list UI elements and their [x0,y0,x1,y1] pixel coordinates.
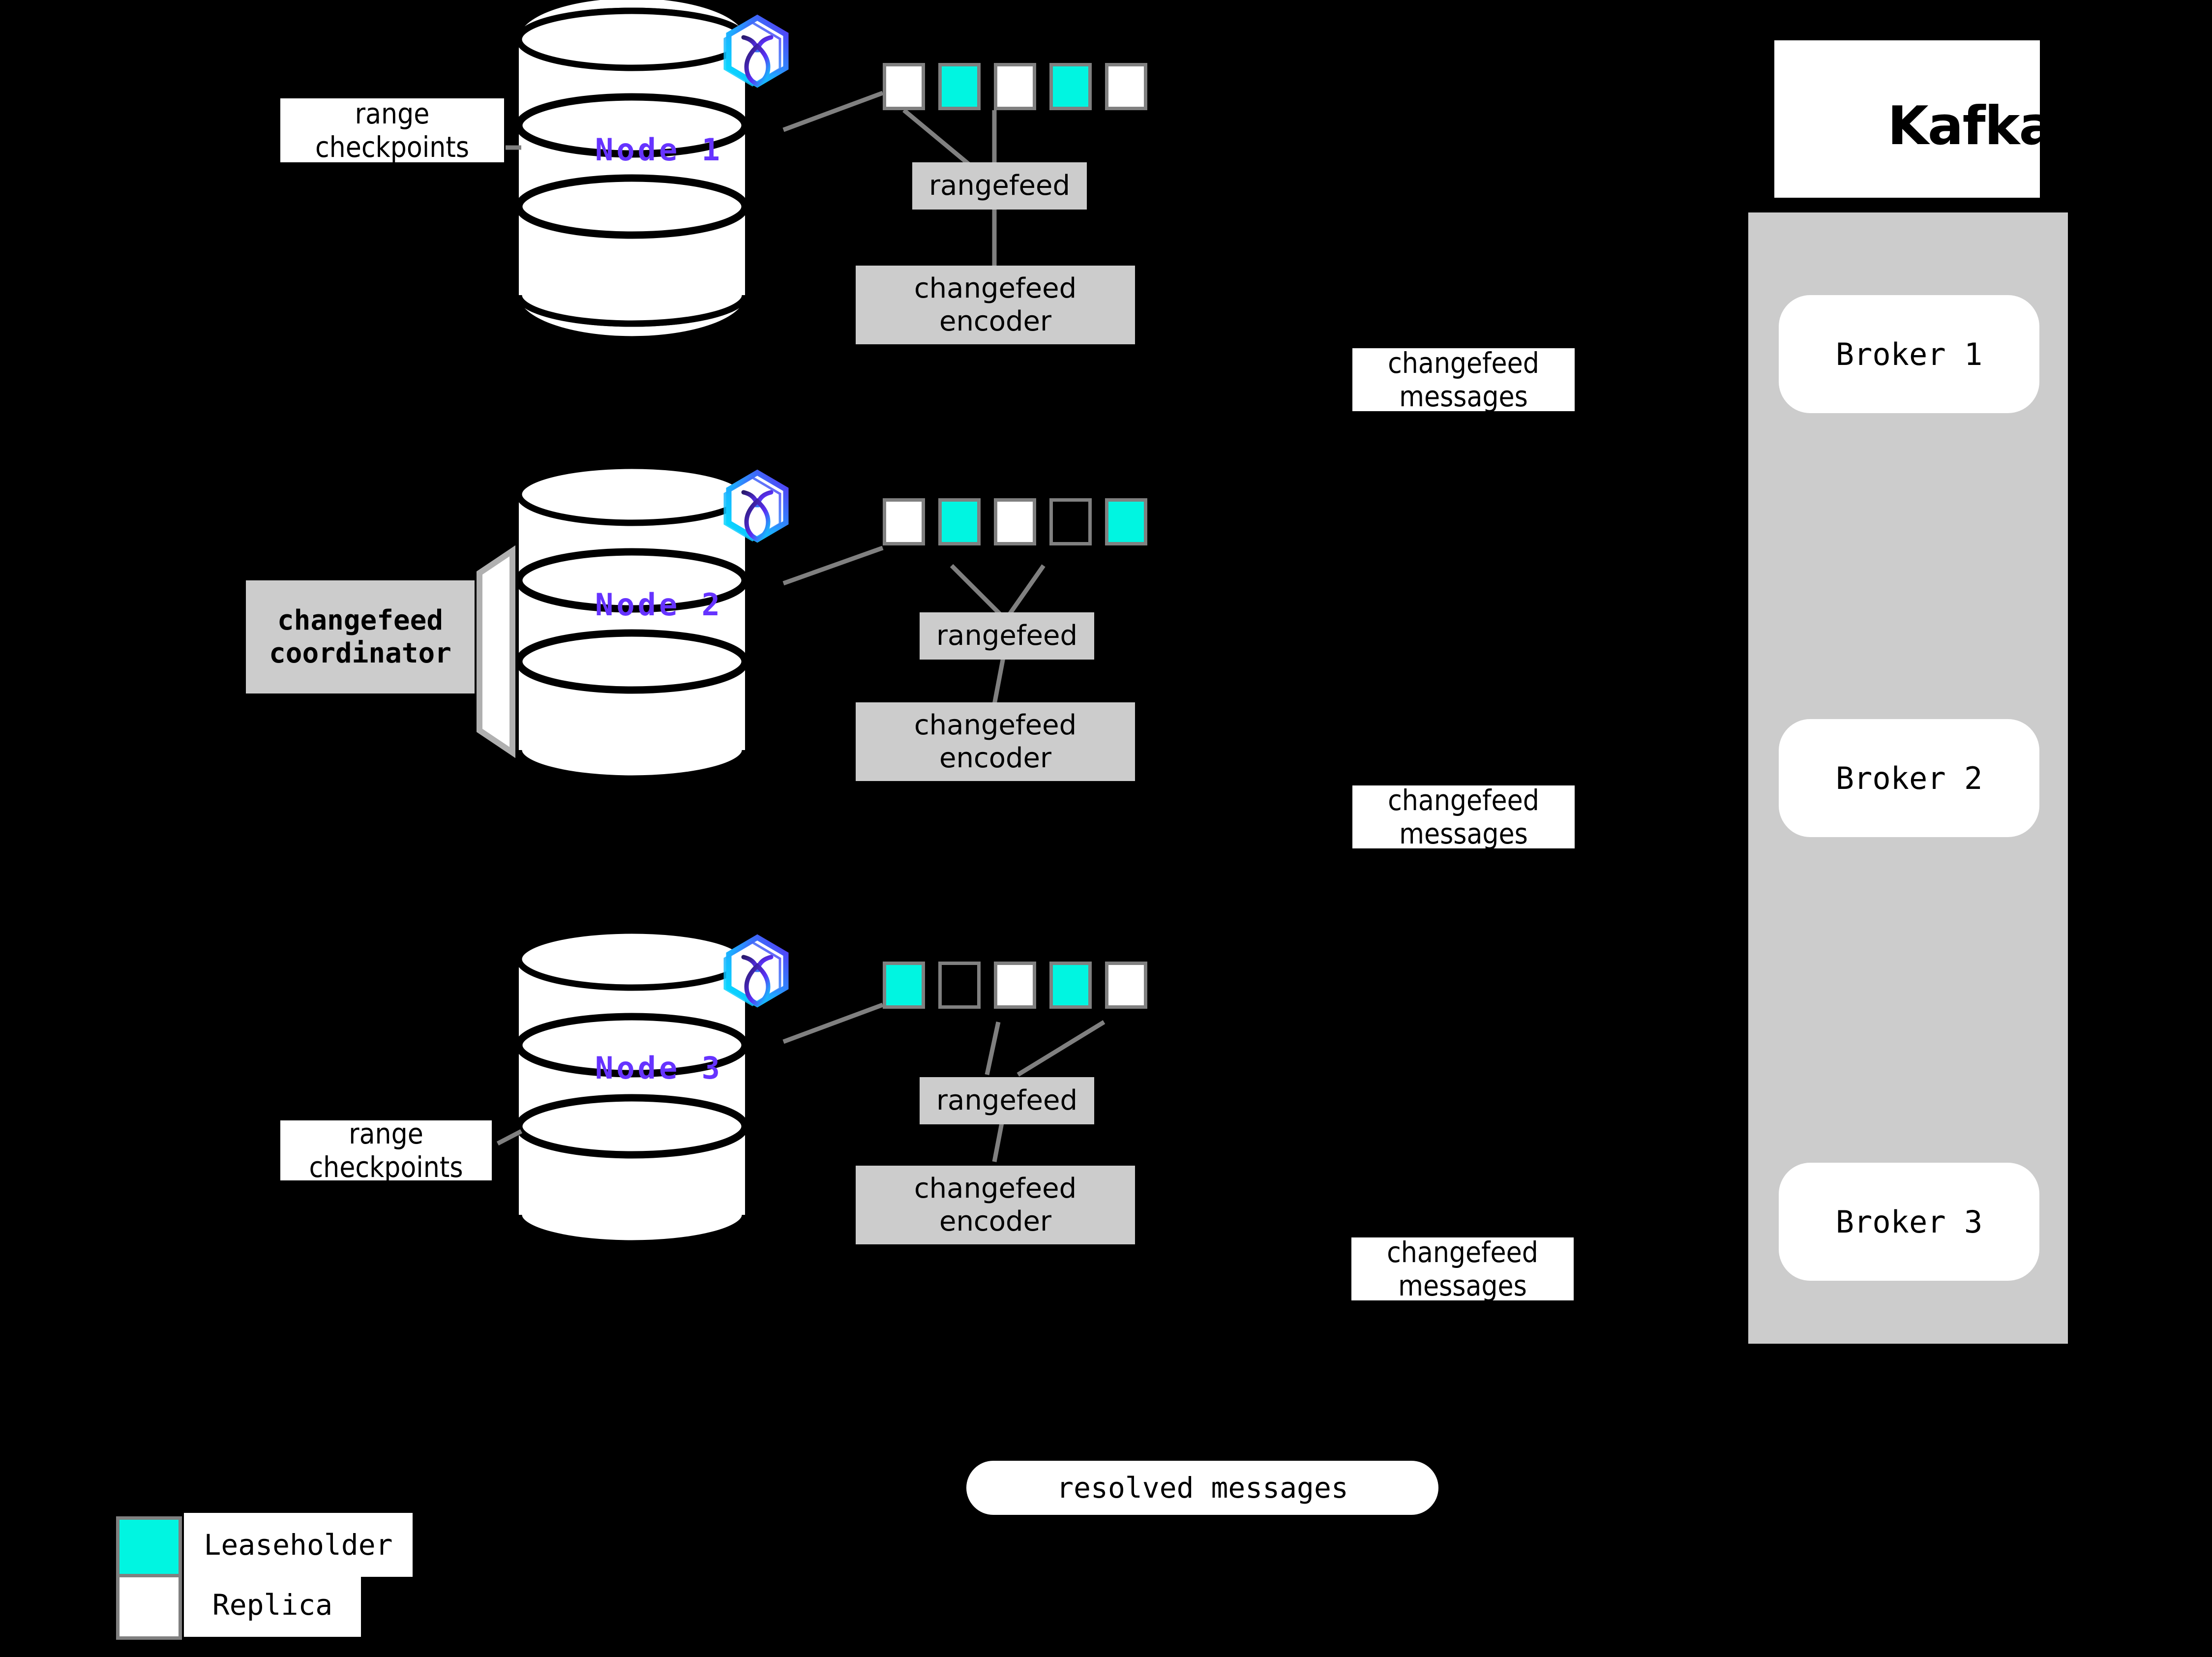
range-cell-leaseholder[interactable] [1105,498,1147,545]
cockroachdb-hexagon-icon-node-2 [723,469,789,543]
kafka-logo-box: Kafka [1774,40,2055,198]
rangefeed-box-node-2[interactable]: rangefeed [920,612,1094,660]
cockroachdb-hexagon-icon-node-1 [723,14,789,88]
broker-2[interactable]: Broker 2 [1779,719,2039,837]
legend-label-replica: Replica [184,1573,361,1637]
changefeed-messages-label-1: changefeed messages [1352,346,1575,413]
kafka-wordmark: Kafka [1887,95,2055,157]
encoder-label-line2: encoder [939,742,1052,774]
node-1-cylinder [515,0,749,336]
callout-line2: messages [1399,817,1528,850]
range-cell-replica[interactable] [994,498,1036,545]
encoder-label-line1: changefeed [914,272,1077,304]
callout-line2: checkpoints [315,130,470,164]
kafka-broker-panel: Broker 1 Broker 2 Broker 3 [1748,212,2068,1344]
range-cell-replica[interactable] [1105,63,1147,110]
coordinator-line1: changefeed [277,604,444,636]
range-cell-replica[interactable] [994,63,1036,110]
range-cell-leaseholder[interactable] [1049,962,1092,1009]
coordinator-line2: coordinator [269,637,451,669]
range-cell-replica[interactable] [883,63,925,110]
callout-leaders [496,145,523,1145]
encoder-label-line2: encoder [939,305,1052,337]
node-3-cylinder [515,927,749,1247]
range-cell-leaseholder[interactable] [1049,63,1092,110]
legend-swatch-replica [116,1574,182,1640]
node-1-label: Node 1 [595,132,723,168]
callout-line2: checkpoints [309,1150,463,1184]
range-checkpoints-label-bottom: range checkpoints [280,1116,492,1184]
range-cell-empty[interactable] [938,962,981,1009]
callout-line1: range [355,96,430,130]
legend-label-leaseholder: Leaseholder [184,1513,413,1577]
callout-line1: changefeed [1388,346,1539,380]
encoder-label-line2: encoder [939,1205,1052,1237]
broker-label: Broker 2 [1835,760,1983,796]
range-cell-leaseholder[interactable] [883,962,925,1009]
callout-line1: changefeed [1387,1235,1538,1269]
broker-1[interactable]: Broker 1 [1779,295,2039,413]
rangefeed-label: rangefeed [936,620,1077,652]
encoder-label-line1: changefeed [914,709,1077,741]
rangefeed-label: rangefeed [936,1085,1077,1117]
changefeed-encoder-box-node-1[interactable]: changefeed encoder [856,266,1135,344]
cockroachdb-hexagon-icon-node-3 [723,934,789,1008]
broker-label: Broker 3 [1835,1204,1983,1240]
changefeed-messages-label-2: changefeed messages [1352,783,1575,850]
range-cell-replica[interactable] [994,962,1036,1009]
changefeed-encoder-box-node-2[interactable]: changefeed encoder [856,702,1135,781]
broker-3[interactable]: Broker 3 [1779,1163,2039,1281]
legend-swatch-leaseholder [116,1516,182,1582]
node-3-label: Node 3 [595,1050,723,1086]
range-cell-leaseholder[interactable] [938,63,981,110]
changefeed-coordinator-box[interactable]: changefeed coordinator [246,580,475,693]
changefeed-messages-label-3: changefeed messages [1351,1235,1574,1302]
rangefeed-box-node-3[interactable]: rangefeed [920,1077,1094,1124]
range-cell-empty[interactable] [1049,498,1092,545]
rangefeed-box-node-1[interactable]: rangefeed [912,162,1087,210]
range-checkpoints-label-top: range checkpoints [280,96,504,164]
rangefeed-label: rangefeed [929,170,1070,202]
range-cell-replica[interactable] [883,498,925,545]
broker-label: Broker 1 [1835,336,1983,372]
encoder-label-line1: changefeed [914,1172,1077,1205]
broker-inbound-arrow-icon [2095,339,2120,361]
range-cell-leaseholder[interactable] [938,498,981,545]
callout-line1: range [349,1116,423,1150]
coordinator-pointer [477,545,515,758]
resolved-messages-pill: resolved messages [966,1461,1438,1515]
changefeed-encoder-box-node-3[interactable]: changefeed encoder [856,1166,1135,1244]
node-2-label: Node 2 [595,587,723,623]
range-cell-replica[interactable] [1105,962,1147,1009]
resolved-messages-label: resolved messages [1056,1471,1348,1505]
callout-line1: changefeed [1388,783,1539,817]
callout-line2: messages [1398,1269,1527,1302]
callout-line2: messages [1399,380,1528,413]
